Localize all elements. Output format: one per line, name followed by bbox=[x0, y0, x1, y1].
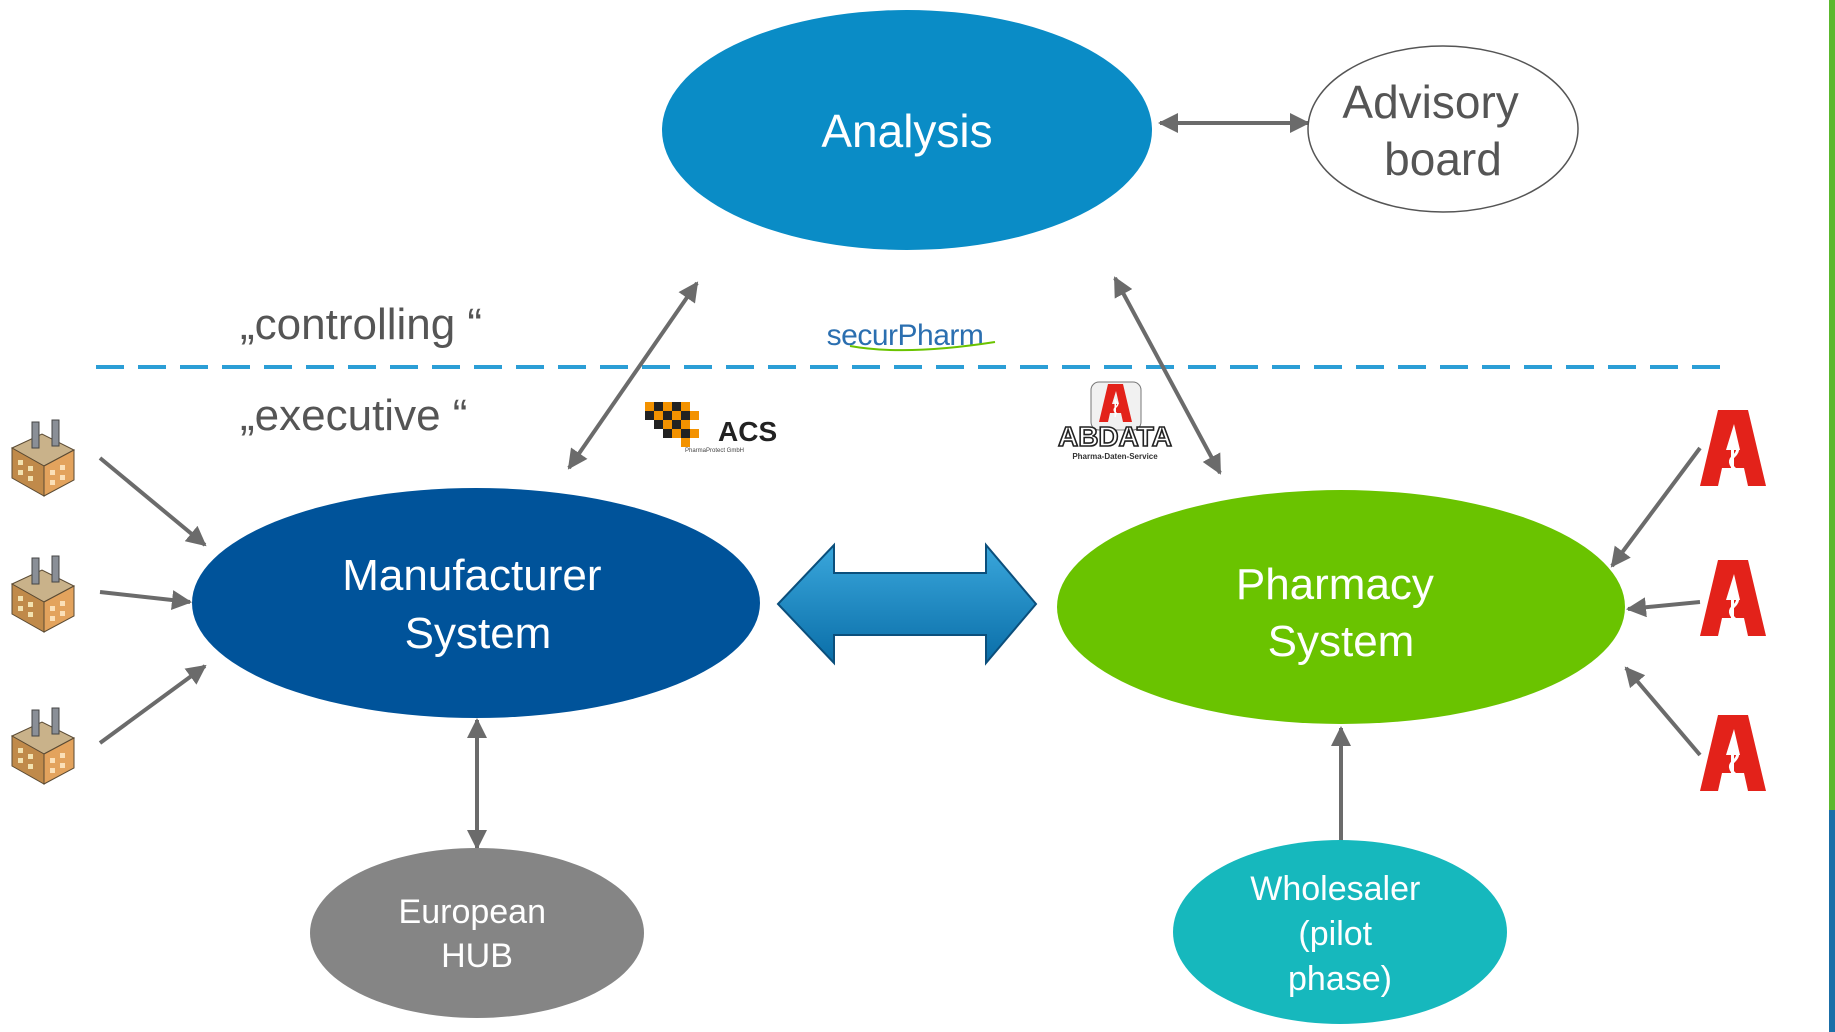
acs-logo: ACS PharmaProtect GmbH bbox=[645, 402, 777, 454]
factory-icon bbox=[11, 419, 75, 497]
arrow-manufacturer-analysis bbox=[567, 281, 699, 470]
right-edge-bar-green bbox=[1829, 0, 1835, 810]
pharmacy-line2: System bbox=[1268, 617, 1415, 666]
advisory-board-line1: Advisory bbox=[1342, 76, 1518, 128]
wholesaler-line1: Wholesaler bbox=[1250, 870, 1420, 908]
arrow-pharmacy1-system bbox=[1610, 446, 1702, 568]
securpharm-logo: securPharm bbox=[827, 319, 996, 352]
arrow-factory2-manufacturer bbox=[99, 590, 192, 610]
manufacturer-system-label: Manufacturer System bbox=[342, 551, 613, 658]
arrow-pharmacy-analysis bbox=[1113, 276, 1222, 475]
double-arrow-icon bbox=[776, 542, 1038, 666]
pharmacy-system-node bbox=[1057, 490, 1625, 724]
abdata-logo: ABDATA Pharma-Daten-Service bbox=[1057, 381, 1173, 461]
european-hub-node bbox=[310, 848, 644, 1018]
arrow-pharmacy2-system bbox=[1626, 597, 1701, 618]
wholesaler-node bbox=[1173, 840, 1507, 1024]
abdata-logo-text: ABDATA bbox=[1058, 421, 1172, 452]
pharmacy-a-icon bbox=[1698, 408, 1768, 488]
factory-icon bbox=[11, 555, 75, 633]
manufacturer-line1: Manufacturer bbox=[342, 551, 601, 600]
abdata-logo-subtext: Pharma-Daten-Service bbox=[1072, 452, 1158, 461]
european-hub-line2: HUB bbox=[441, 937, 513, 975]
wholesaler-line2: (pilot bbox=[1298, 915, 1372, 953]
european-hub-label: European HUB bbox=[399, 893, 556, 975]
pharmacy-system-label: Pharmacy System bbox=[1236, 560, 1446, 666]
acs-logo-text: ACS bbox=[718, 416, 777, 447]
analysis-node bbox=[662, 10, 1152, 250]
pharmacy-line1: Pharmacy bbox=[1236, 560, 1434, 609]
advisory-board-node bbox=[1307, 45, 1579, 213]
pharmacy-a-icon bbox=[1698, 558, 1768, 638]
manufacturer-line2: System bbox=[405, 609, 552, 658]
wholesaler-label: Wholesaler (pilot phase) bbox=[1250, 870, 1430, 998]
controlling-label: „controlling “ bbox=[240, 300, 482, 349]
analysis-label: Analysis bbox=[821, 105, 992, 157]
european-hub-line1: European bbox=[399, 893, 546, 931]
right-edge-bar-blue bbox=[1829, 810, 1835, 1032]
manufacturer-system-node bbox=[192, 488, 760, 718]
acs-logo-subtext: PharmaProtect GmbH bbox=[685, 448, 744, 454]
arrow-pharmacy3-system bbox=[1624, 666, 1702, 757]
executive-label: „executive “ bbox=[240, 391, 467, 440]
advisory-board-line2: board bbox=[1384, 133, 1502, 185]
arrow-factory1-manufacturer bbox=[98, 456, 207, 547]
arrow-factory3-manufacturer bbox=[98, 664, 207, 745]
factory-icon bbox=[11, 707, 75, 785]
connector-arrows bbox=[98, 113, 1702, 850]
wholesaler-line3: phase) bbox=[1288, 960, 1392, 998]
pharmacy-a-icon bbox=[1698, 713, 1768, 793]
advisory-board-label: Advisory board bbox=[1342, 76, 1531, 185]
